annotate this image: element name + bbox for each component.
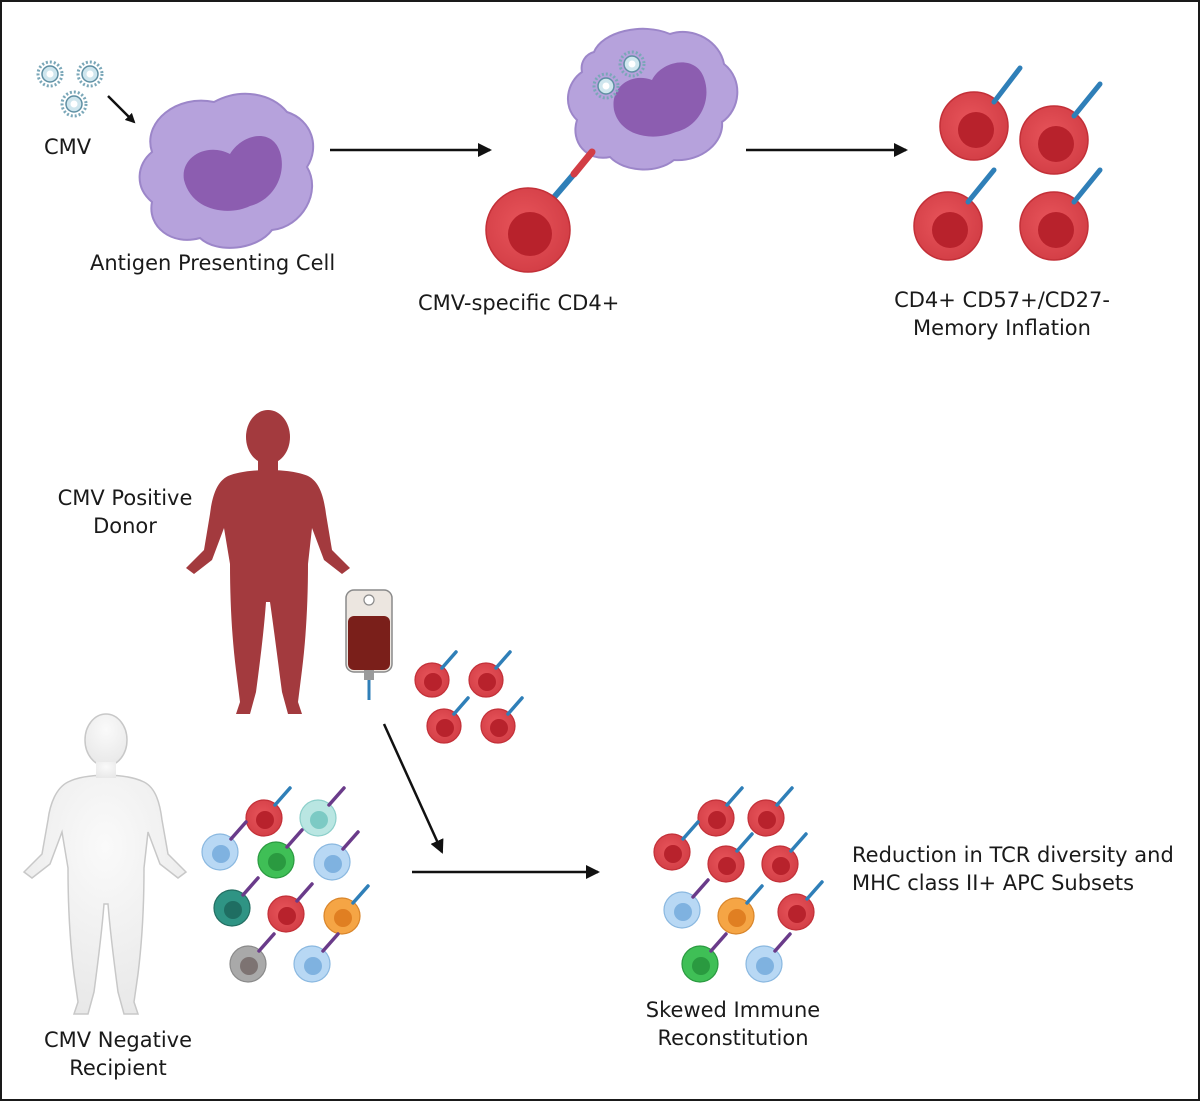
tcr-mhc-binding-icon: [547, 148, 596, 205]
skewed-label-line1: Skewed Immune: [645, 998, 821, 1022]
skewed-label-line2: Reconstitution: [657, 1026, 809, 1050]
recipient-label-line2: Recipient: [69, 1056, 167, 1080]
apc-label: Antigen Presenting Cell: [90, 251, 336, 275]
donor-t-cells-icon: [414, 650, 524, 744]
virus-arrow: [107, 95, 136, 124]
reduction-label: Reduction in TCR diversity and MHC class…: [852, 841, 1174, 897]
cmv-label: CMV: [44, 135, 92, 159]
cmv-virus-icon: [36, 60, 104, 118]
memory-label-line2: Memory Inflation: [913, 316, 1091, 340]
memory-label-line1: CD4+ CD57+/CD27-: [894, 288, 1110, 312]
recipient-figure-icon: [22, 713, 188, 1015]
donor-label: CMV Positive Donor: [42, 484, 208, 540]
donor-label-line1: CMV Positive: [57, 486, 193, 510]
recipient-label: CMV Negative Recipient: [28, 1026, 208, 1082]
arrow-donor-to-recipient: [382, 723, 444, 854]
antigen-presenting-cell-icon: [138, 92, 315, 249]
skewed-reconstitution-cells-icon: [653, 786, 824, 983]
reduction-label-line2: MHC class II+ APC Subsets: [852, 871, 1135, 895]
apc-infected-icon: [567, 27, 739, 171]
memory-inflation-label: CD4+ CD57+/CD27- Memory Inflation: [882, 286, 1122, 342]
cmv-specific-cd4-label: CMV-specific CD4+: [418, 291, 620, 315]
blood-bag-icon: [345, 589, 393, 700]
reduction-label-line1: Reduction in TCR diversity and: [852, 843, 1174, 867]
skewed-label: Skewed Immune Reconstitution: [628, 996, 838, 1052]
cd4-t-cell-icon: [485, 187, 571, 273]
memory-inflation-cells-icon: [913, 65, 1103, 261]
recipient-label-line1: CMV Negative: [43, 1028, 193, 1052]
recipient-cells-icon: [201, 786, 370, 983]
donor-label-line2: Donor: [93, 514, 157, 538]
donor-figure-icon: [186, 410, 350, 714]
